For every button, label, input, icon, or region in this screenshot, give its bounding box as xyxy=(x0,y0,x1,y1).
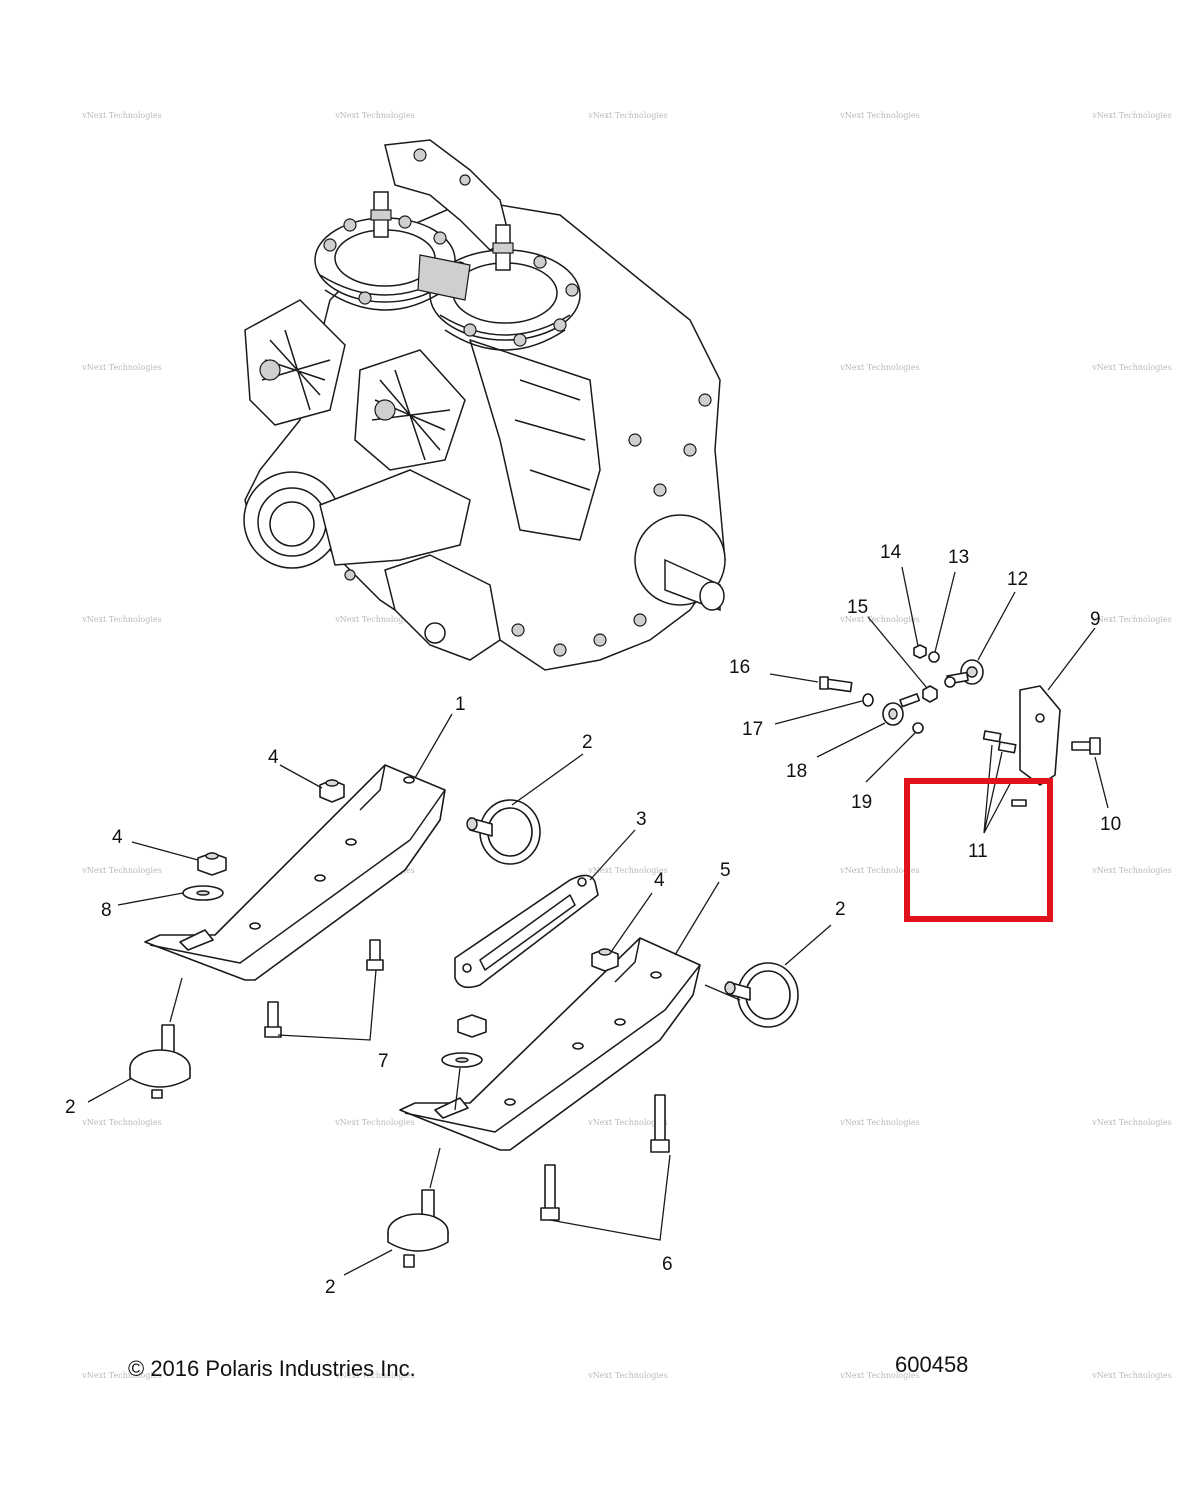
watermark: vNext Technologies xyxy=(1091,866,1171,875)
callout-11: 11 xyxy=(968,841,988,862)
callout-5: 5 xyxy=(720,860,731,881)
bolt-7-a xyxy=(366,939,384,971)
bolt-16 xyxy=(819,676,853,693)
watermark: vNext Technologies xyxy=(81,1371,161,1380)
watermark: vNext Technologies xyxy=(334,1118,414,1127)
washer-19 xyxy=(912,722,924,734)
callout-9: 9 xyxy=(1090,609,1101,630)
callout-12: 12 xyxy=(1007,569,1028,590)
callout-16: 16 xyxy=(729,657,750,678)
callout-4: 4 xyxy=(654,870,665,891)
callout-labels: 1 2 4 4 8 2 7 3 4 5 2 2 6 14 13 12 15 9 … xyxy=(65,542,1121,1298)
rubber-mount-2-upper-left xyxy=(466,799,541,865)
watermark: vNext Technologies xyxy=(1091,1371,1171,1380)
watermark: vNext Technologies xyxy=(81,363,161,372)
bolt-10 xyxy=(1071,737,1101,755)
engine-mount-bracket-1 xyxy=(144,764,446,981)
rod-end-18 xyxy=(882,693,921,726)
rubber-mount-2-right xyxy=(724,962,799,1028)
bolt-6-a xyxy=(650,1094,670,1153)
watermark: vNext Technologies xyxy=(81,111,161,120)
washer-17 xyxy=(862,693,874,707)
callout-2: 2 xyxy=(582,732,593,753)
callout-3: 3 xyxy=(636,809,647,830)
callout-13: 13 xyxy=(948,547,969,568)
mount-plate-3 xyxy=(454,874,599,989)
drawing-number: 600458 xyxy=(895,1352,968,1377)
bolts-11 xyxy=(982,730,1027,807)
watermark: vNext Technologies xyxy=(839,1118,919,1127)
watermark: vNext Technologies xyxy=(587,866,667,875)
nut-4-a xyxy=(319,779,345,803)
highlight-box xyxy=(904,778,1053,922)
bolt-7-b xyxy=(264,1001,282,1038)
nut-4-b xyxy=(197,852,227,876)
watermark: vNext Technologies xyxy=(1091,363,1171,372)
rod-end-12 xyxy=(944,659,984,688)
callout-17: 17 xyxy=(742,719,763,740)
engine-illustration xyxy=(243,139,726,671)
callout-14: 14 xyxy=(880,542,902,563)
callout-8: 8 xyxy=(101,900,112,921)
callout-6: 6 xyxy=(662,1254,673,1275)
watermark: vNext Technologies xyxy=(81,615,161,624)
copyright-text: © 2016 Polaris Industries Inc. xyxy=(128,1356,416,1381)
callout-2: 2 xyxy=(325,1277,336,1298)
callout-10: 10 xyxy=(1100,814,1121,835)
washer-lower xyxy=(441,1052,483,1068)
callout-4: 4 xyxy=(268,747,279,768)
nut-4-c xyxy=(591,948,619,972)
nut-15 xyxy=(922,685,938,703)
watermark: vNext Technologies xyxy=(587,1371,667,1380)
watermark: vNext Technologies xyxy=(1091,111,1171,120)
watermark: vNext Technologies xyxy=(1091,1118,1171,1127)
watermark: vNext Technologies xyxy=(839,111,919,120)
watermark: vNext Technologies xyxy=(334,615,414,624)
callout-4: 4 xyxy=(112,827,123,848)
nut-14 xyxy=(913,644,927,659)
watermark: vNext Technologies xyxy=(587,111,667,120)
washer-8 xyxy=(182,885,224,901)
watermark: vNext Technologies xyxy=(839,866,919,875)
bolt-6-b xyxy=(540,1164,560,1221)
rubber-mount-2-bottom xyxy=(387,1189,449,1268)
leader-lines xyxy=(87,566,1109,1276)
washer-13 xyxy=(928,651,940,663)
engine-mount-bracket-5 xyxy=(399,937,701,1151)
callout-1: 1 xyxy=(455,694,466,715)
watermark: vNext Technologies xyxy=(334,111,414,120)
rubber-mount-2-lower-left xyxy=(129,1024,191,1099)
watermark: vNext Technologies xyxy=(334,1371,414,1380)
callout-2: 2 xyxy=(835,899,846,920)
watermark: vNext Technologies xyxy=(839,363,919,372)
watermark: vNext Technologies xyxy=(81,866,161,875)
callout-15: 15 xyxy=(847,597,868,618)
watermark: vNext Technologies xyxy=(839,615,919,624)
bracket-9 xyxy=(1019,685,1061,786)
watermark: vNext Technologies xyxy=(1091,615,1171,624)
callout-18: 18 xyxy=(786,761,807,782)
callout-2: 2 xyxy=(65,1097,76,1118)
watermark: vNext Technologies xyxy=(587,1118,667,1127)
callout-19: 19 xyxy=(851,792,872,813)
watermark: vNext Technologies xyxy=(81,1118,161,1127)
nut-lower xyxy=(457,1014,487,1038)
callout-7: 7 xyxy=(378,1051,389,1072)
watermark: vNext Technologies xyxy=(839,1371,919,1380)
